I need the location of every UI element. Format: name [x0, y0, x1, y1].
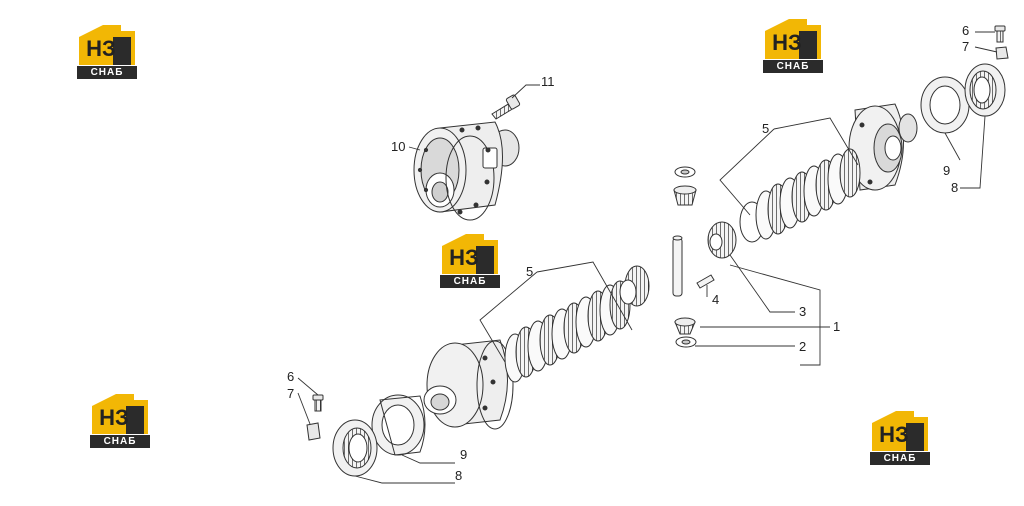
logo-mark: НЗ	[449, 245, 479, 270]
brand-logo-watermark: НЗ СНАБ	[77, 23, 137, 81]
callout-6-upper: 6	[962, 23, 970, 38]
brand-logo-watermark: НЗ СНАБ	[870, 409, 930, 467]
lower-bolt-and-lock-plate	[306, 394, 324, 441]
logo-mark: НЗ	[772, 30, 802, 55]
logo-text: СНАБ	[453, 276, 487, 287]
lower-side-gear	[619, 265, 650, 307]
upper-bolt-and-lock-plate	[994, 25, 1009, 60]
upper-side-gear	[707, 221, 737, 259]
logo-text: СНАБ	[90, 67, 124, 78]
logo-text: СНАБ	[103, 436, 137, 447]
upper-spider-gear-and-washer	[673, 166, 697, 206]
callout-10: 10	[391, 139, 406, 154]
brand-logo-watermark: НЗ СНАБ	[90, 392, 150, 450]
lower-ring-nut	[332, 419, 378, 477]
logo-text: СНАБ	[776, 61, 810, 72]
lower-clutch-disc-stack	[504, 280, 631, 383]
callout-9-lower: 9	[460, 447, 468, 462]
callout-8-upper: 8	[951, 180, 959, 195]
lower-bearing	[371, 394, 426, 456]
cross-shaft	[672, 235, 683, 297]
callout-5-upper: 5	[762, 121, 770, 136]
logo-mark: НЗ	[99, 405, 129, 430]
right-differential-carrier	[848, 103, 918, 191]
callout-8-lower: 8	[455, 468, 463, 483]
logo-mark: НЗ	[879, 422, 909, 447]
callout-9-upper: 9	[943, 163, 951, 178]
brand-logo-watermark: НЗ СНАБ	[440, 232, 500, 290]
lower-spider-gear-and-washer	[674, 317, 697, 348]
callout-2: 2	[799, 339, 807, 354]
pin	[696, 274, 715, 289]
logo-mark: НЗ	[86, 36, 116, 61]
upper-bearing	[920, 76, 970, 134]
callout-1: 1	[833, 319, 841, 334]
callout-3: 3	[799, 304, 807, 319]
logo-text: СНАБ	[883, 453, 917, 464]
callout-7-upper: 7	[962, 39, 970, 54]
leader-lines	[297, 31, 998, 484]
callout-5-lower: 5	[526, 264, 534, 279]
callout-4: 4	[712, 292, 720, 307]
callout-7-lower: 7	[287, 386, 295, 401]
bolt	[491, 94, 521, 120]
brand-logo-watermark: НЗ СНАБ	[763, 17, 823, 75]
callout-6-lower: 6	[287, 369, 295, 384]
upper-ring-nut	[964, 63, 1006, 117]
left-differential-carrier	[423, 339, 514, 430]
differential-housing-assembly	[413, 121, 520, 221]
upper-clutch-disc-stack	[739, 148, 861, 243]
callout-11: 11	[541, 74, 555, 89]
